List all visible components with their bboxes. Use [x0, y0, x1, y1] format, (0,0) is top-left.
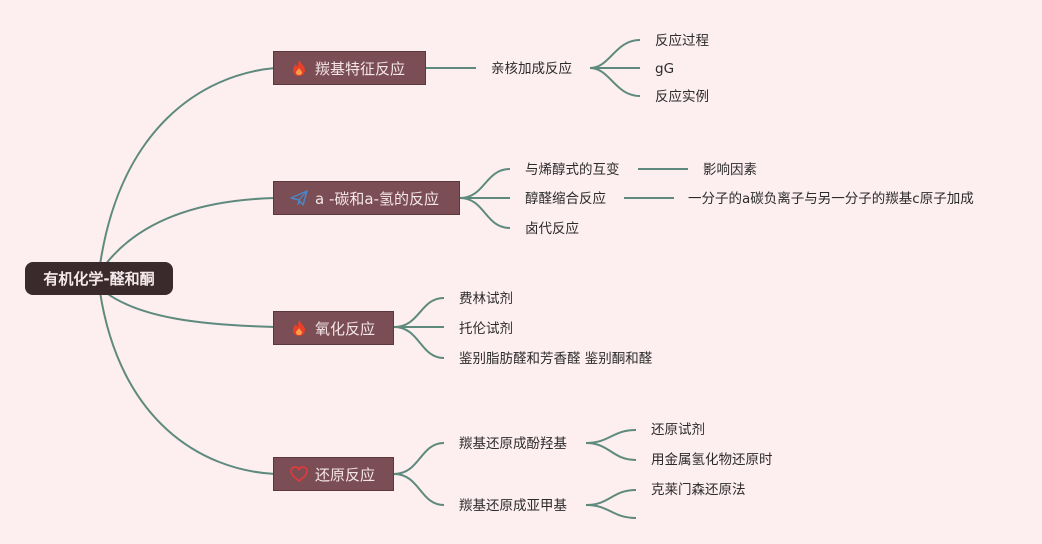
b1-leaf[interactable]: 反应实例	[655, 89, 709, 105]
connector-b4-sub1	[393, 473, 445, 506]
b4-sub0-leaf[interactable]: 用金属氢化物还原时	[651, 452, 773, 468]
b4-sub[interactable]: 羰基还原成酚羟基	[459, 436, 567, 452]
branch-label: 还原反应	[315, 465, 376, 484]
b2-sub[interactable]: 与烯醇式的互变	[525, 162, 620, 178]
paper-plane-icon	[290, 190, 308, 206]
b2-sub[interactable]: 醇醛缩合反应	[525, 191, 606, 207]
connector-root-b2	[104, 197, 276, 266]
connector-b3-sub2	[393, 326, 445, 359]
branch-label: 羰基特征反应	[315, 59, 406, 78]
b2-sub1-child[interactable]: 一分子的a碳负离子与另一分子的羰基c原子加成	[688, 191, 974, 207]
branch-oxidation[interactable]: 氧化反应	[273, 311, 394, 345]
connector-b1-leaf2	[589, 67, 641, 97]
connector-b2-sub2	[459, 197, 511, 229]
connector-b4-sub0	[393, 442, 445, 475]
connector-b4-sub1-leaf1	[585, 504, 637, 519]
branch-alpha-carbon-reactions[interactable]: a -碳和a-氢的反应	[273, 181, 460, 215]
b3-sub[interactable]: 托伦试剂	[459, 321, 513, 337]
b1-leaf[interactable]: gG	[655, 61, 675, 77]
b4-sub[interactable]: 羰基还原成亚甲基	[459, 498, 567, 514]
b4-sub0-leaf[interactable]: 还原试剂	[651, 422, 705, 438]
b4-sub1-leaf[interactable]: 克莱门森还原法	[651, 482, 746, 498]
branch-reduction[interactable]: 还原反应	[273, 457, 394, 491]
root-topic[interactable]: 有机化学-醛和酮	[25, 262, 173, 295]
heart-icon	[290, 466, 308, 483]
connector-b4-sub1-leaf0	[585, 489, 637, 506]
b3-sub[interactable]: 鉴别脂肪醛和芳香醛 鉴别酮和醛	[459, 351, 653, 367]
connector-root-b1	[99, 67, 276, 266]
connector-b3-sub0	[393, 297, 445, 328]
b1-leaf[interactable]: 反应过程	[655, 33, 709, 49]
flame-icon	[293, 60, 305, 76]
connector-b4-sub0-leaf0	[585, 429, 637, 444]
branch-carbonyl-reactions[interactable]: 羰基特征反应	[273, 51, 426, 85]
connector-b4-sub0-leaf1	[585, 442, 637, 461]
connector-b1-leaf0	[589, 39, 641, 69]
b2-sub[interactable]: 卤代反应	[525, 221, 579, 237]
connector-b2-sub0	[459, 168, 511, 199]
flame-icon	[293, 320, 305, 336]
branch-label: a -碳和a-氢的反应	[315, 189, 439, 208]
connector-root-b4	[99, 291, 276, 475]
b1-sub-nucleophilic-addition[interactable]: 亲核加成反应	[491, 61, 572, 77]
branch-label: 氧化反应	[315, 319, 376, 338]
b3-sub[interactable]: 费林试剂	[459, 291, 513, 307]
connector-root-b3	[104, 291, 276, 328]
b2-sub0-child[interactable]: 影响因素	[703, 162, 757, 178]
